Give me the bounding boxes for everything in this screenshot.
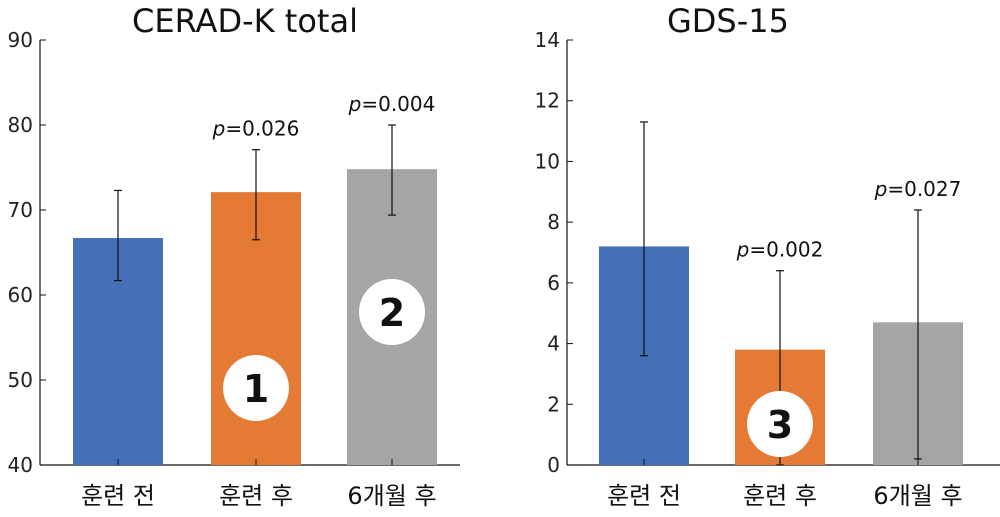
y-tick-label: 50 [8,368,33,392]
y-tick-label: 12 [535,89,560,113]
y-tick-label: 2 [547,392,560,416]
y-tick-label: 8 [547,210,560,234]
chart-title: GDS-15 [667,2,789,40]
category-label: 6개월 후 [873,482,962,510]
y-tick-label: 6 [547,271,560,295]
category-label: 훈련 후 [743,482,817,510]
chart-2: GDS-15 0 2 4 6 8 10 12 14 훈련 전 훈련 후 p=0.002 3 6개월 후 p=… [535,2,1000,510]
y-tick-label: 0 [547,453,560,477]
category-label: 6개월 후 [347,482,436,510]
marker-number: 1 [243,367,269,411]
p-value-label: p=0.027 [874,177,962,201]
y-tick-label: 10 [535,149,560,173]
y-tick-label: 90 [8,28,33,52]
p-value-label: p=0.002 [736,238,824,262]
marker-circle [359,279,425,345]
chart-1: CERAD-K total 40 50 60 70 80 90 훈련 전 훈련 후 p=0.026… [8,2,460,510]
y-tick-label: 80 [8,113,33,137]
marker-circle [747,391,813,457]
category-label: 훈련 전 [81,482,155,510]
category-label: 훈련 후 [219,482,293,510]
y-tick-label: 70 [8,198,33,222]
y-tick-label: 4 [547,332,560,356]
y-tick-label: 60 [8,283,33,307]
y-tick-label: 40 [8,453,33,477]
p-value-label: p=0.004 [348,92,436,116]
chart-title: CERAD-K total [132,2,358,40]
p-value-label: p=0.026 [212,117,300,141]
marker-circle [223,355,289,421]
category-label: 훈련 전 [607,482,681,510]
marker-number: 3 [767,403,793,447]
marker-number: 2 [379,291,405,335]
y-tick-label: 14 [535,28,560,52]
